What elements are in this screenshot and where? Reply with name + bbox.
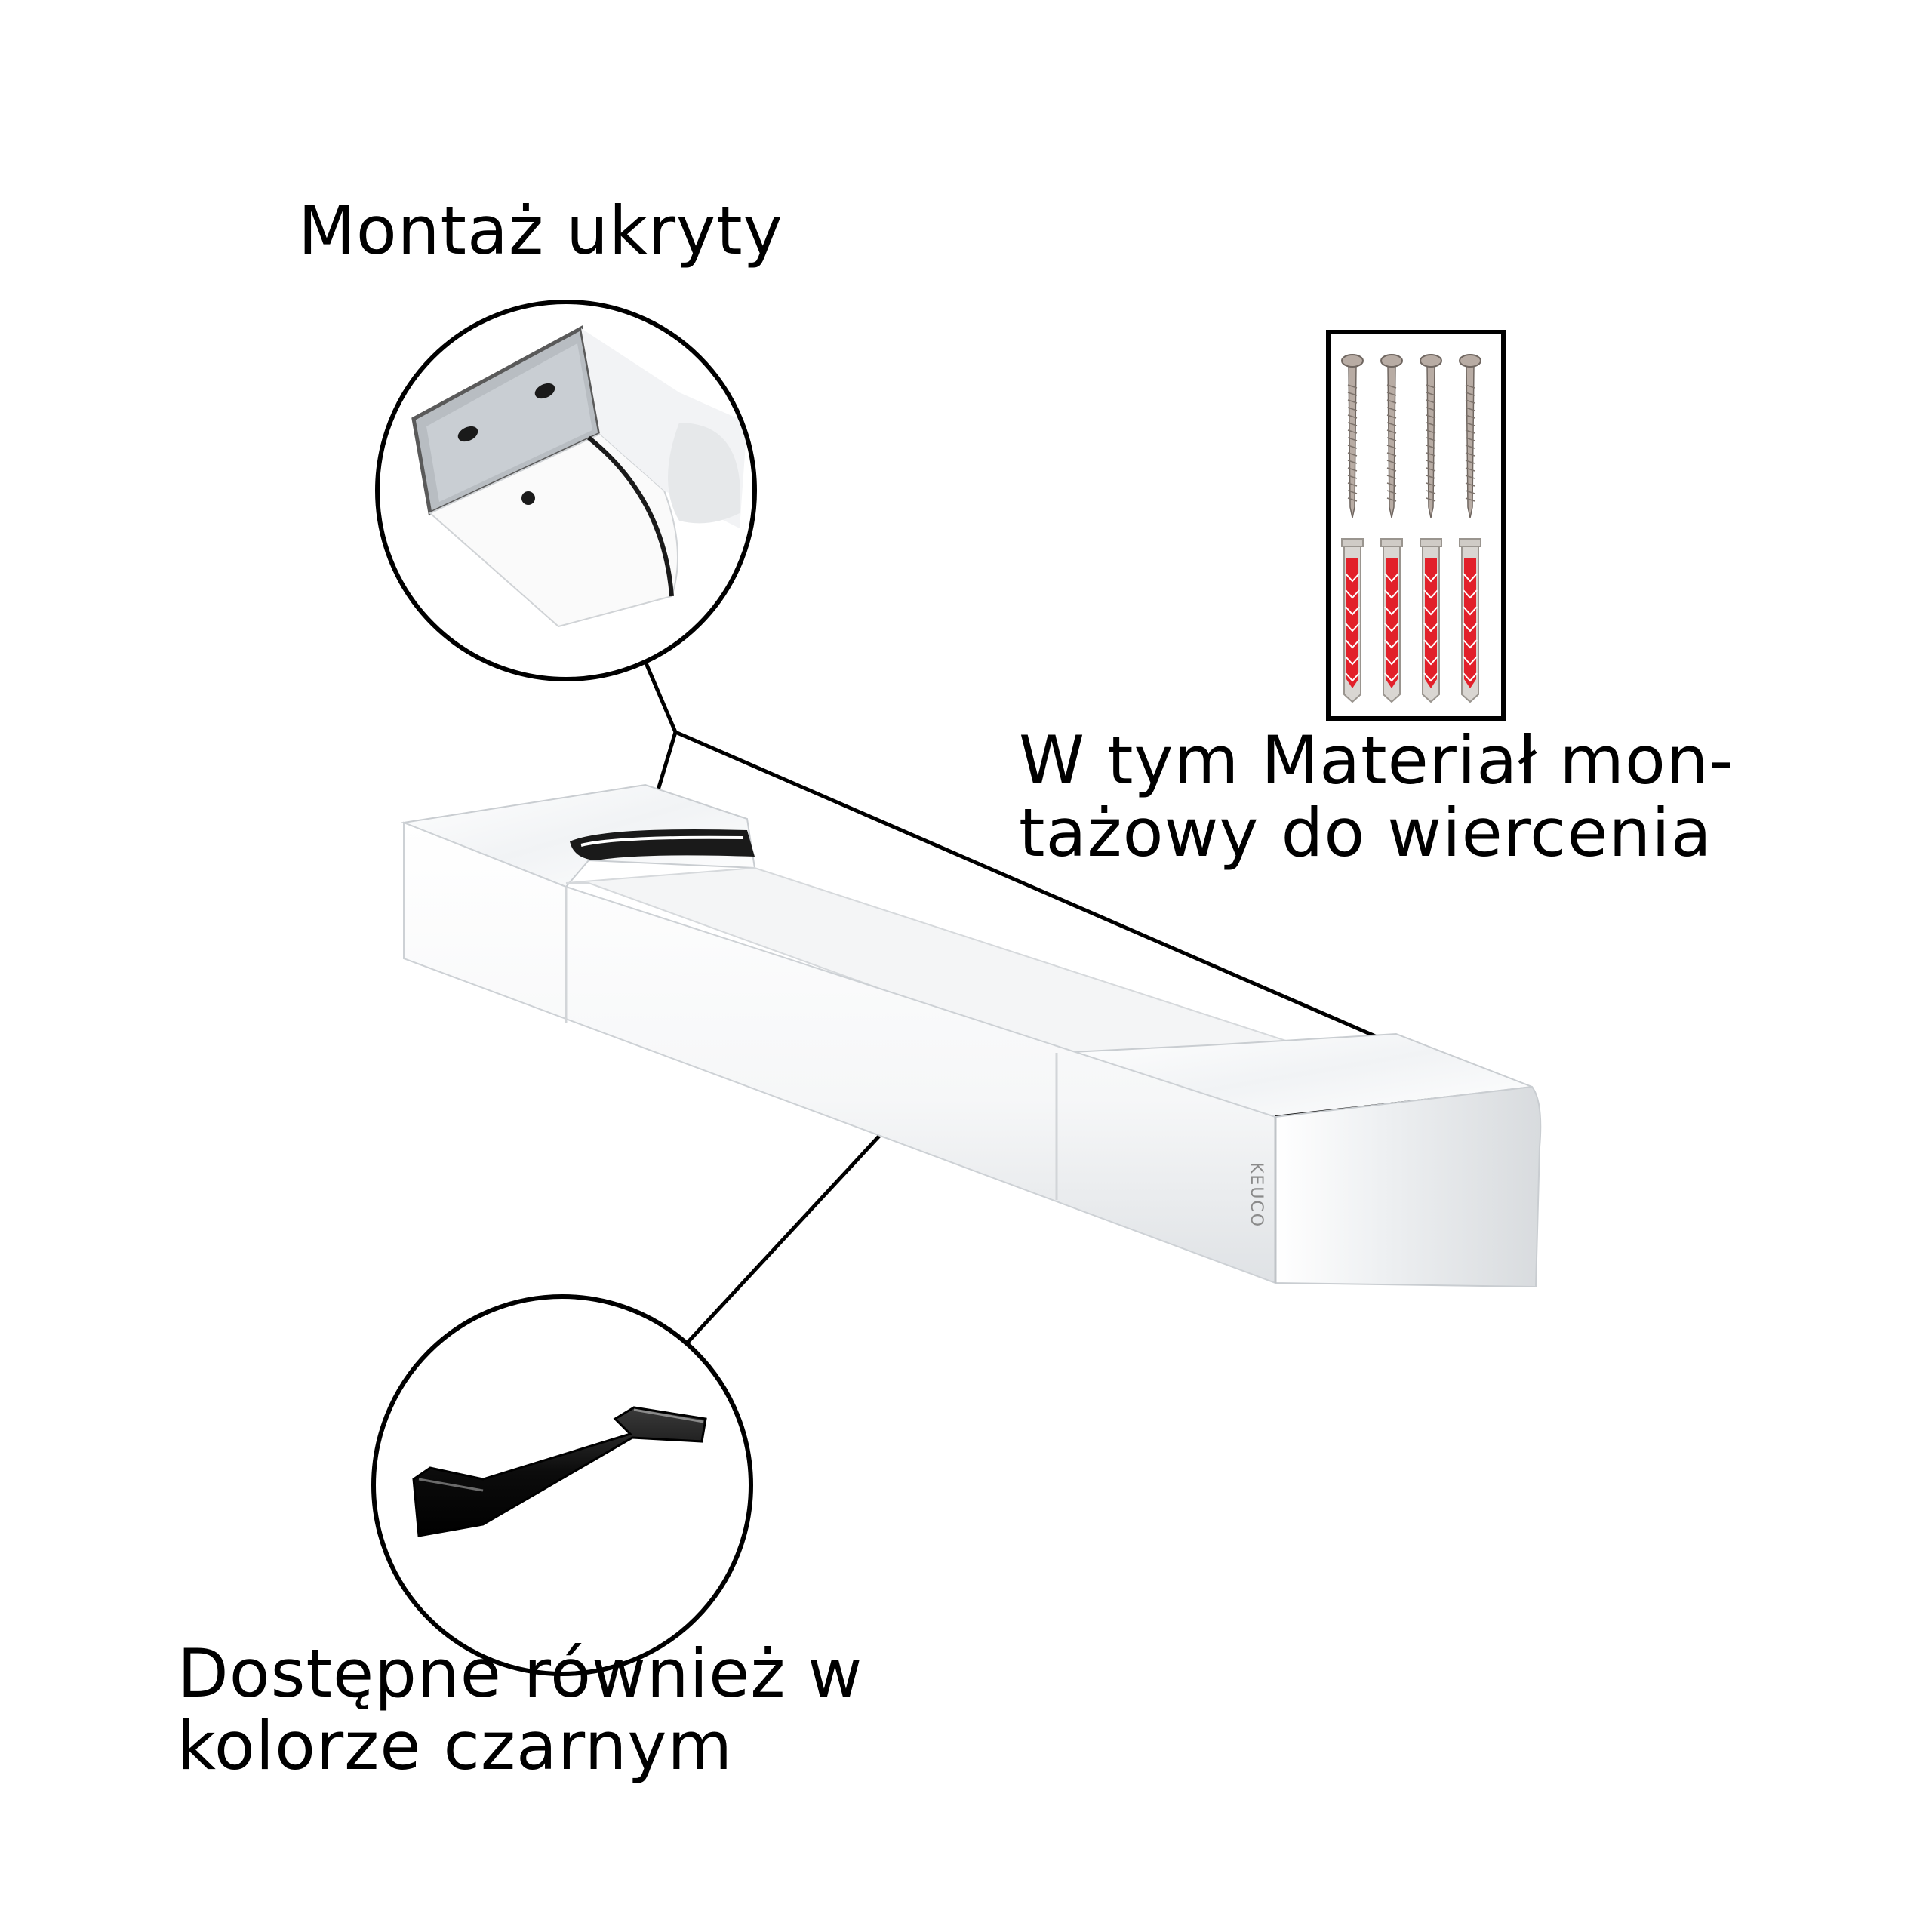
detail-circle-bottom [371,1294,753,1676]
grab-bar-chrome: KEUCO [401,783,1542,1288]
detail-hidden-mounting [375,300,757,681]
label-mounting-kit: W tym Materiał mon- tażowy do wiercenia [1019,724,1734,869]
label-black-variant-line1: Dostępne również w [177,1635,863,1712]
dowel [1341,538,1364,703]
detail-black-variant [371,1294,753,1676]
brand-mark: KEUCO [1247,1162,1266,1228]
screw [1380,354,1403,518]
screw [1341,354,1364,518]
screw [1420,354,1442,518]
label-mounting-kit-line1: W tym Materiał mon- [1019,721,1734,799]
leader-hidden-mount-right-end [675,730,1420,1057]
mounting-kit [1326,330,1506,721]
dowels [1341,538,1481,703]
screws [1341,354,1481,518]
detail-circle-top [375,300,757,681]
black-grab-bar [412,1406,707,1537]
label-hidden-mounting: Montaż ukryty [298,192,783,269]
label-black-variant: Dostępne również w kolorze czarnym [177,1638,863,1783]
label-mounting-kit-line2: tażowy do wiercenia [1019,794,1712,872]
dowel [1459,538,1481,703]
dowel [1380,538,1403,703]
dowel [1420,538,1442,703]
label-black-variant-line2: kolorze czarnym [177,1707,734,1785]
screw [1459,354,1481,518]
